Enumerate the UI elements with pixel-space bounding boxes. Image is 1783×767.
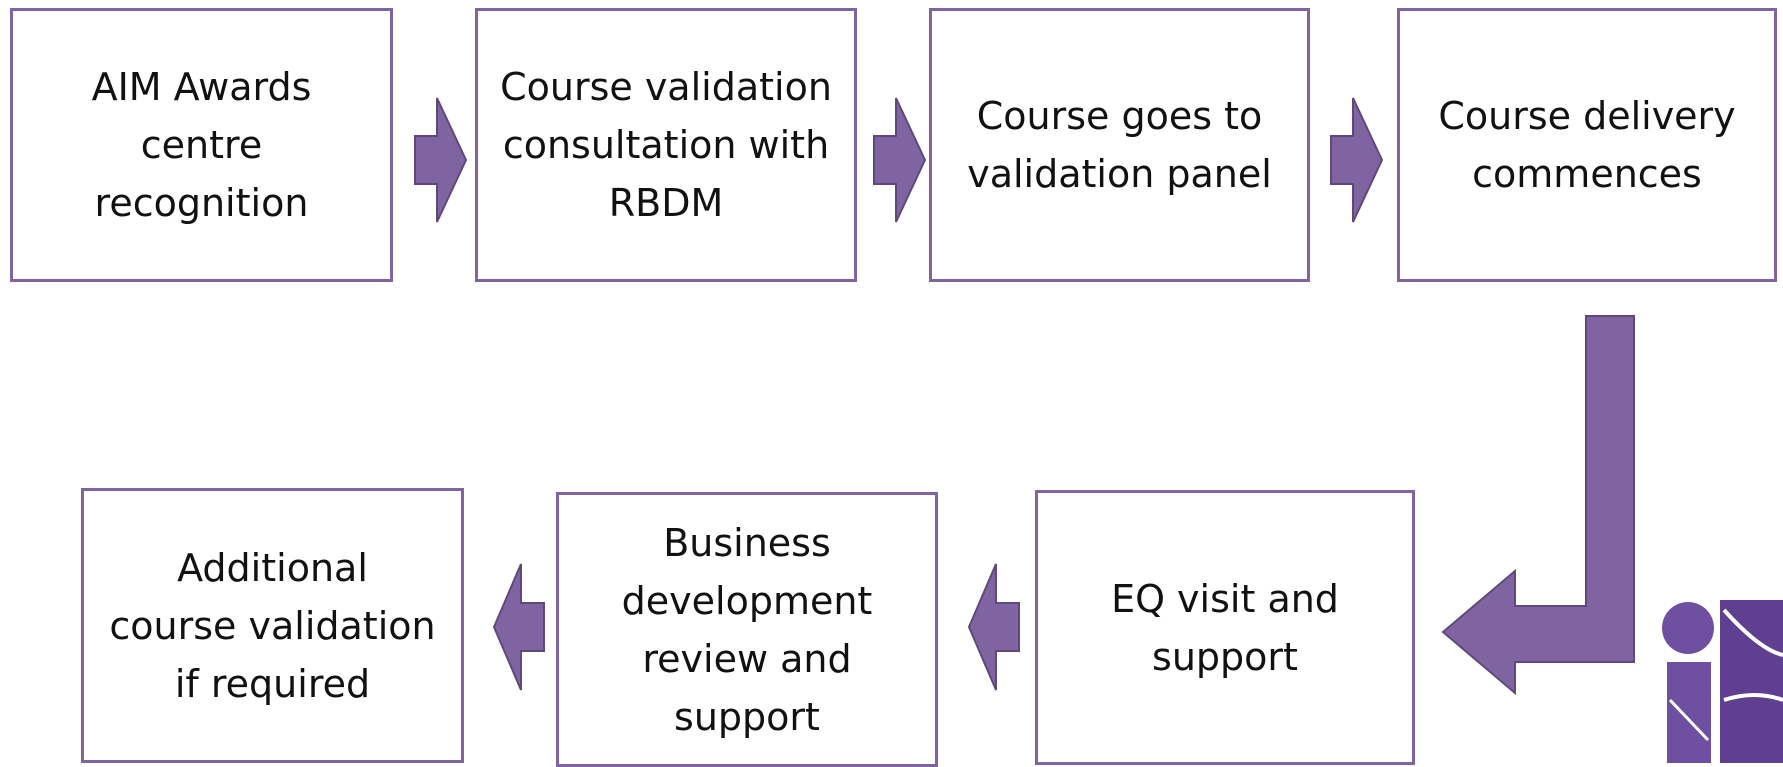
step-additional-course-validation: Additional course validation if required [81, 488, 464, 763]
arrow-left-1 [967, 563, 1020, 691]
arrow-right-1 [414, 97, 468, 223]
arrow-right-2 [873, 97, 927, 223]
step-course-validation-consultation: Course validation consultation with RBDM [475, 8, 857, 282]
arrow-right-3 [1330, 97, 1384, 223]
step-course-delivery: Course delivery commences [1397, 8, 1777, 282]
step-aim-awards-centre-recognition: AIM Awards centre recognition [10, 8, 393, 282]
step-business-development-review: Business development review and support [556, 492, 938, 767]
step-eq-visit: EQ visit and support [1035, 490, 1415, 765]
arrow-left-2 [492, 563, 545, 691]
step-validation-panel: Course goes to validation panel [929, 8, 1310, 282]
arrow-bent-down-left [1441, 315, 1635, 696]
